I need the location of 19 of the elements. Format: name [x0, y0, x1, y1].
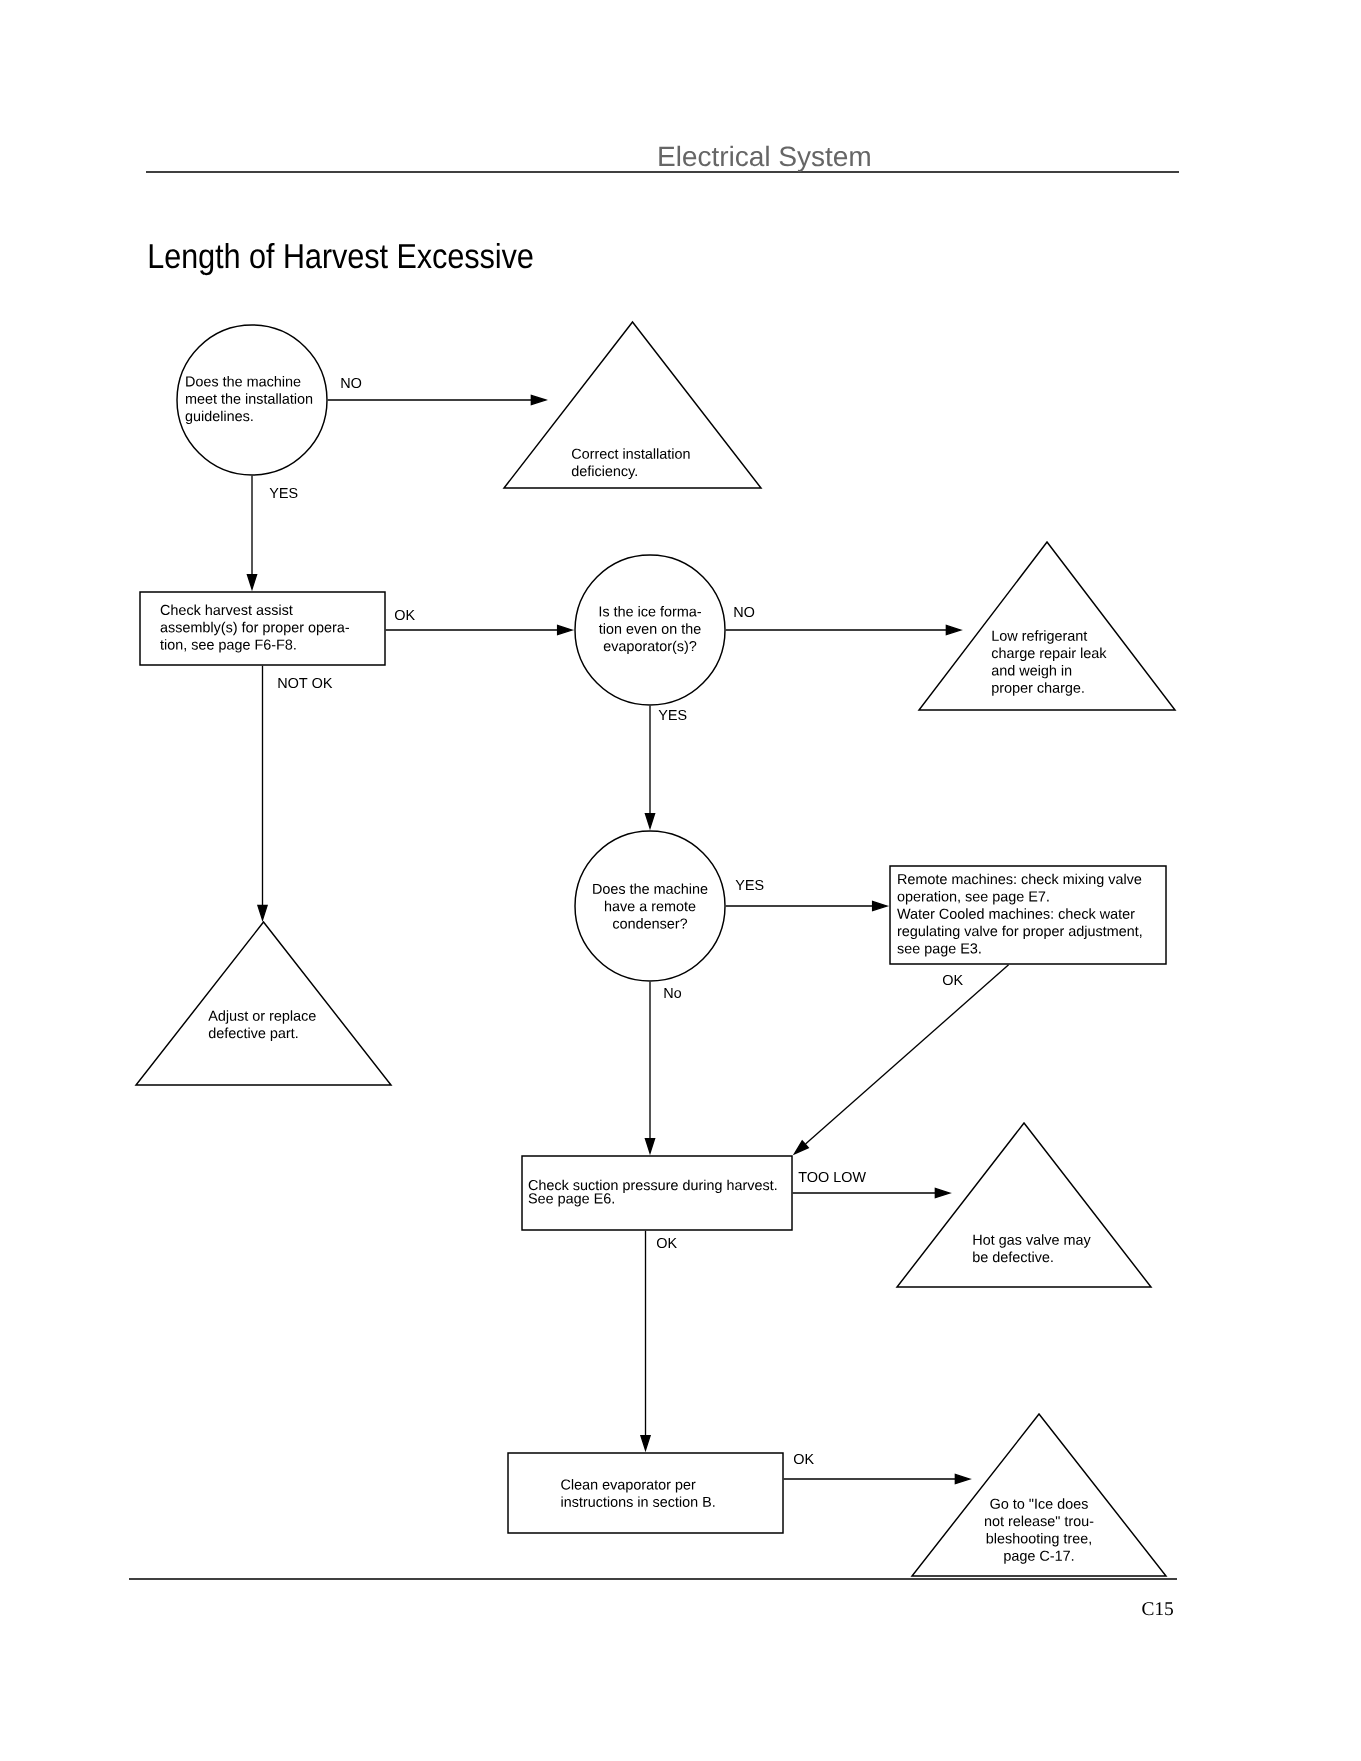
- process-box: Clean evaporator per instructions in section B.: [507, 1452, 784, 1534]
- process-box: Check suction pressure during harvest. See page E6.: [521, 1155, 793, 1231]
- edge-label: OK: [656, 1237, 677, 1249]
- edge-label: YES: [735, 879, 764, 891]
- edge-label: TOO LOW: [798, 1171, 866, 1183]
- page-title: Length of Harvest Excessive: [149, 242, 533, 276]
- edge-label: YES: [658, 709, 687, 721]
- edge-label: OK: [394, 609, 415, 621]
- edge-label: YES: [269, 487, 298, 499]
- edge-label: OK: [793, 1453, 814, 1465]
- edge-label: NO: [341, 377, 362, 389]
- process-box: Remote machines: check mixing valve operation, see page E7. Water Cooled machines: check water regulating valve for proper adjustment, see page E3.: [889, 865, 1167, 965]
- edge-label: No: [664, 988, 682, 999]
- section-header: Electrical System: [659, 145, 870, 172]
- edge-label: NOT OK: [278, 677, 333, 689]
- edge-label: OK: [942, 974, 963, 986]
- edge-label: NO: [734, 606, 755, 618]
- process-box: Check harvest assist assembly(s) for proper opera- tion, see page F6-F8.: [139, 591, 386, 666]
- page-number: C15: [1142, 1602, 1173, 1616]
